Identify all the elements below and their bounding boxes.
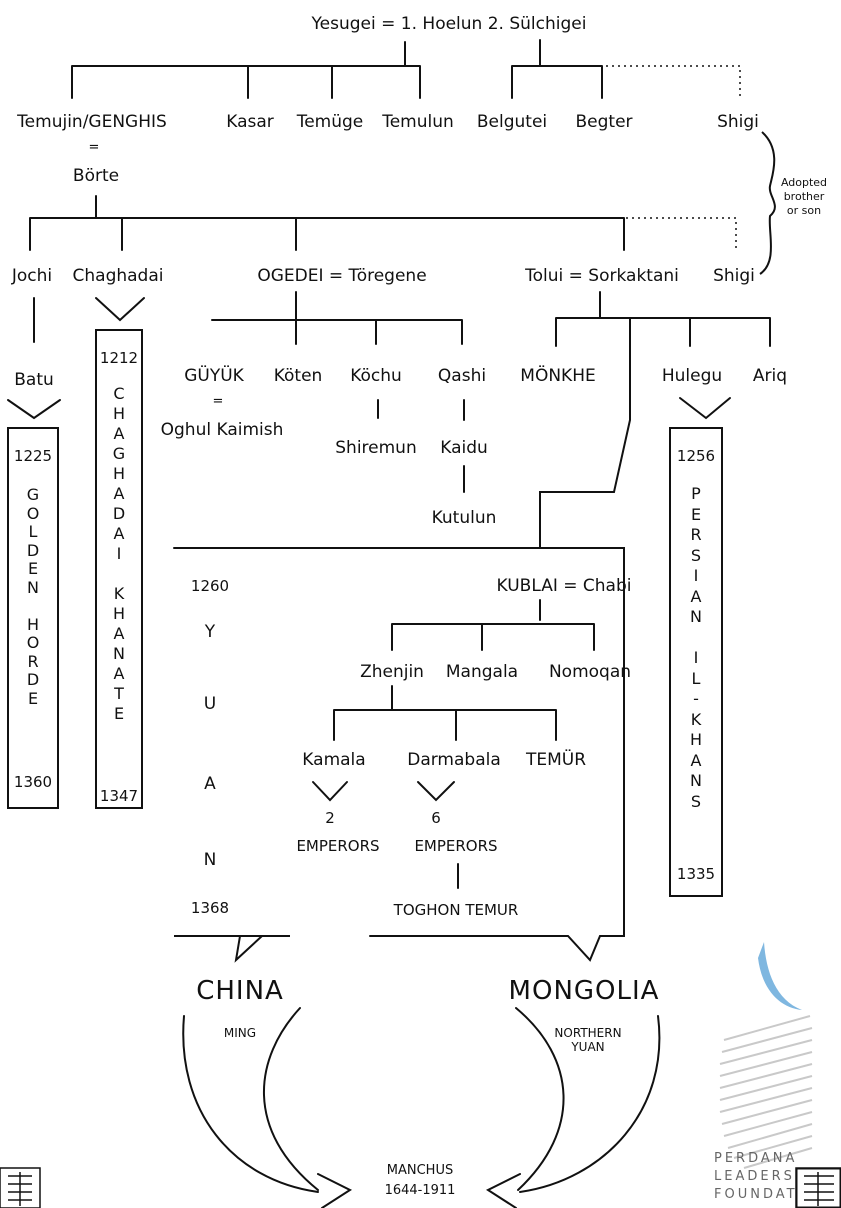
golden-horde-name: G O L D E N H O R D E	[26, 485, 40, 708]
arrow	[312, 781, 348, 802]
shigi-label-gen2: Shigi	[713, 266, 755, 286]
koten-label: Köten	[273, 366, 323, 386]
shiremun-label: Shiremun	[335, 438, 417, 458]
toghon-temur-label: TOGHON TEMUR	[393, 901, 519, 919]
kublai-label: KUBLAI = Chabi	[496, 576, 632, 596]
jochi-label: Jochi	[11, 266, 53, 286]
connector	[71, 65, 421, 99]
kutulun-label: Kutulun	[431, 508, 497, 528]
darmabala-emperors-label: EMPERORS	[414, 837, 498, 855]
connector	[511, 65, 603, 99]
mongolia-flow	[519, 1015, 661, 1193]
mongolia-arrowhead	[485, 1173, 521, 1208]
chaghadai-khanate-start: 1212	[99, 349, 139, 367]
guyuk-label: GÜYÜK	[184, 366, 244, 386]
adoption-brace	[759, 131, 776, 275]
temuge-label: Temüge	[296, 112, 364, 132]
arrow	[417, 781, 455, 802]
kamala-emperor-count: 2	[325, 809, 335, 827]
ming-label: MING	[223, 1026, 257, 1040]
golden-horde-start: 1225	[13, 447, 53, 465]
tolui-label: Tolui = Sorkaktani	[525, 266, 679, 286]
borte-label: Börte	[72, 166, 120, 186]
connector	[333, 685, 557, 741]
yuan-letter-n: N	[203, 850, 217, 870]
darmabala-emperor-count: 6	[431, 809, 441, 827]
mongolia-flow	[515, 1007, 565, 1191]
kochu-label: Köchu	[350, 366, 402, 386]
kasar-label: Kasar	[226, 112, 274, 132]
persian-box	[669, 427, 723, 897]
hulegu-label: Hulegu	[661, 366, 723, 386]
temulun-label: Temulun	[382, 112, 454, 132]
connector	[29, 195, 625, 251]
connector	[211, 291, 463, 345]
yuan-start: 1260	[190, 577, 230, 595]
mangala-label: Mangala	[445, 662, 519, 682]
oghul-label: Oghul Kaimish	[160, 420, 284, 440]
kaidu-label: Kaidu	[440, 438, 488, 458]
chaghadai-label: Chaghadai	[72, 266, 164, 286]
ogedei-label: OGEDEI = Töregene	[257, 266, 427, 286]
persian-ilkhans-name: P E R S I A N I L - K H A N S	[689, 484, 703, 811]
connector	[539, 317, 631, 549]
golden-horde-end: 1360	[13, 773, 53, 791]
yuan-end: 1368	[190, 899, 230, 917]
perdana-logo	[719, 942, 813, 1169]
kamala-label: Kamala	[302, 750, 366, 770]
adoption-dotted-line	[606, 65, 741, 96]
persian-ilkhans-end: 1335	[676, 865, 716, 883]
manchus-years: 1644-1911	[384, 1183, 456, 1198]
kamala-emperors-label: EMPERORS	[296, 837, 380, 855]
yuan-letter-u: U	[203, 694, 217, 714]
adopted-note: Adopted brother or son	[780, 176, 828, 217]
arrow	[7, 399, 61, 420]
manchus-label: MANCHUS	[386, 1163, 454, 1178]
connector	[404, 39, 541, 67]
golden-horde-box	[7, 427, 59, 809]
chaghadai-khanate-name: C H A G H A D A I K H A N A T E	[112, 384, 126, 723]
yuan-letter-a: A	[204, 774, 216, 794]
connector	[377, 399, 465, 493]
arrow	[95, 297, 145, 322]
temur-label: TEMÜR	[525, 750, 587, 770]
parents-label: Yesugei = 1. Hoelun 2. Sülchigei	[311, 14, 587, 34]
nomoqan-label: Nomoqan	[548, 662, 632, 682]
china-flow	[263, 1007, 319, 1191]
shigi-label-gen1: Shigi	[717, 112, 759, 132]
darmabala-label: Darmabala	[407, 750, 501, 770]
chaghadai-khanate-end: 1347	[99, 787, 139, 805]
china-arrowhead	[317, 1173, 353, 1208]
yuan-letter-y: Y	[204, 622, 216, 642]
zhenjin-label: Zhenjin	[360, 662, 424, 682]
seal-stamp-left	[0, 1167, 41, 1208]
adoption-dotted-line	[626, 217, 737, 248]
monkhe-label: MÖNKHE	[520, 366, 596, 386]
yuan-box	[173, 547, 625, 963]
chaghadai-box	[95, 329, 143, 809]
northern-yuan-label: NORTHERN YUAN	[554, 1026, 622, 1054]
guyuk-marriage-sign: =	[212, 394, 224, 409]
temujin-marriage-sign: =	[88, 140, 100, 155]
connector	[391, 599, 595, 651]
china-flow	[182, 1015, 319, 1193]
mongolia-label: MONGOLIA	[508, 976, 660, 1006]
seal-stamp-overlay	[796, 1168, 841, 1208]
connector	[555, 291, 771, 347]
temujin-label: Temujin/GENGHIS	[17, 112, 167, 132]
ariq-label: Ariq	[752, 366, 788, 386]
qashi-label: Qashi	[437, 366, 487, 386]
persian-ilkhans-start: 1256	[676, 447, 716, 465]
begter-label: Begter	[575, 112, 633, 132]
arrow	[679, 397, 731, 420]
china-label: CHINA	[196, 976, 284, 1006]
belgutei-label: Belgutei	[476, 112, 548, 132]
batu-label: Batu	[14, 370, 54, 390]
